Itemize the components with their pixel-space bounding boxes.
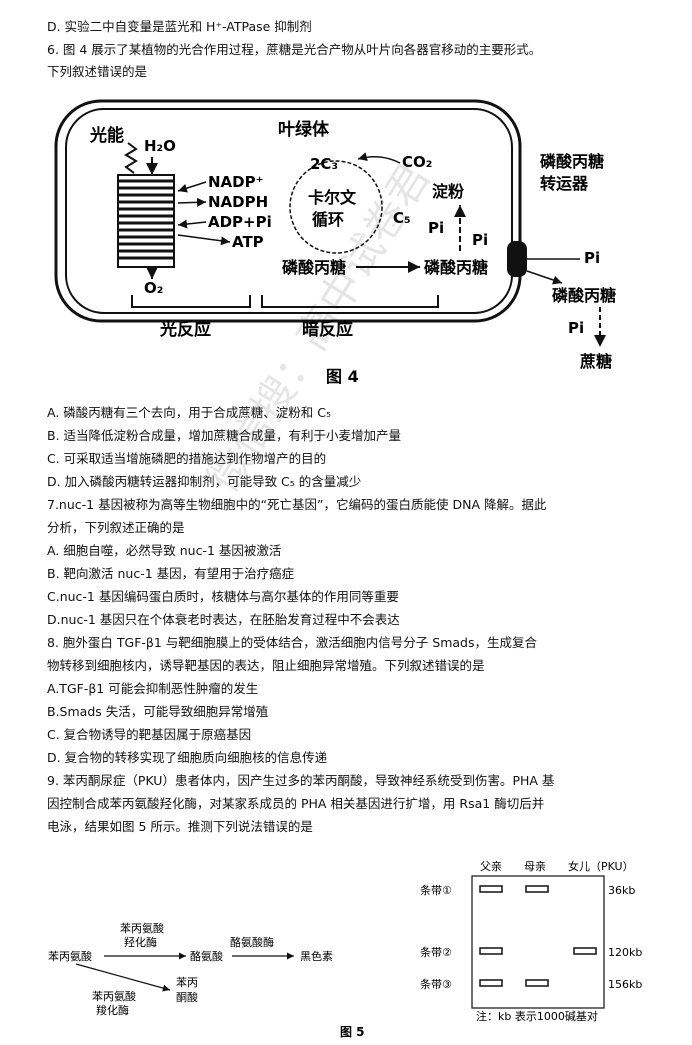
calvin-line2: 循环 — [312, 210, 344, 229]
light-bracket — [131, 295, 251, 308]
calvin-cycle — [289, 160, 383, 254]
pi-membrane: Pi — [472, 231, 488, 249]
chloroplast-label: 叶绿体 — [278, 119, 330, 140]
option-a: A.TGF-β1 可能会抑制恶性肿瘤的发生 — [47, 681, 259, 696]
cell-outer — [54, 99, 522, 323]
nadp-label: NADP⁺ — [208, 173, 264, 191]
option-b: B.Smads 失活，可能导致细胞异常增殖 — [47, 704, 269, 719]
metabolic-pathway: 苯丙氨酸 苯丙氨酸 羟化酶 酪氨酸 酪氨酸酶 黑色素 苯丙氨酸 羧化酶 苯丙 酮… — [48, 921, 333, 1017]
text-line: 分析，下列叙述正确的是 — [47, 520, 185, 535]
option-a: A. 磷酸丙糖有三个去向，用于合成蔗糖、淀粉和 C₅ — [47, 405, 331, 420]
dark-bracket — [261, 295, 439, 308]
option-d: D. 复合物的转移实现了细胞质向细胞核的信息传递 — [47, 750, 328, 765]
light-icon — [124, 142, 138, 174]
thylakoid-stack — [117, 174, 175, 268]
figure-5: 苯丙氨酸 苯丙氨酸 羟化酶 酪氨酸 酪氨酸酶 黑色素 苯丙氨酸 羧化酶 苯丙 酮… — [48, 859, 642, 1039]
text-line: 电泳，结果如图 5 所示。推测下列说法错误的是 — [47, 819, 313, 834]
electrophoresis-gel: 父亲 母亲 女儿（PKU） 条带① 条带② 条带③ 36kb 120kb 156… — [420, 859, 642, 1023]
col-mother: 母亲 — [524, 859, 546, 873]
gel-band — [573, 947, 597, 955]
band3-label: 条带③ — [420, 977, 452, 991]
band2-label: 条带② — [420, 945, 452, 959]
c5-label: C₅ — [393, 209, 411, 227]
cell-inner — [65, 108, 513, 314]
text-line: 因控制合成苯丙氨酸羟化酶，对某家系成员的 PHA 相关基因进行扩增，用 Rsa1… — [47, 796, 545, 811]
question-6-stem: 6. 图 4 展示了某植物的光合作用过程，蔗糖是光合产物从叶片向各器官移动的主要… — [47, 42, 542, 57]
option-d: D.nuc-1 基因只在个体衰老时表达，在胚胎发育过程中不会表达 — [47, 612, 400, 627]
gel-band — [479, 947, 503, 955]
question-9-stem: 9. 苯丙酮尿症（PKU）患者体内，因产生过多的苯丙酮酸，导致神经系统受到伤害。… — [47, 773, 555, 788]
h2o-label: H₂O — [144, 137, 176, 155]
atp-label: ATP — [232, 233, 264, 251]
text-line: 下列叙述错误的是 — [47, 64, 148, 79]
ppa-line2: 酮酸 — [176, 990, 198, 1004]
phe-label: 苯丙氨酸 — [48, 949, 92, 963]
c3-label: 2C₃ — [310, 155, 338, 173]
pi-low: Pi — [568, 319, 584, 337]
text-line: 物转移到细胞核内，诱导靶基因的表达，阻止细胞异常增殖。下列叙述错误的是 — [47, 658, 485, 673]
col-daughter: 女儿（PKU） — [568, 859, 634, 873]
adppi-label: ADP+Pi — [208, 213, 272, 231]
dark-reaction-label: 暗反应 — [302, 319, 353, 340]
option-b: B. 适当降低淀粉合成量，增加蔗糖合成量，有利于小麦增加产量 — [47, 428, 402, 443]
calvin-line1: 卡尔文 — [308, 188, 357, 207]
gel-band — [479, 885, 503, 893]
band3-size: 156kb — [608, 978, 642, 991]
light-label: 光能 — [89, 125, 124, 146]
co2-label: CO₂ — [402, 153, 432, 171]
figure4-caption: 图 4 — [326, 367, 359, 386]
gel-band — [525, 979, 549, 987]
enzyme1-line1: 苯丙氨酸 — [120, 921, 164, 935]
band1-label: 条带① — [420, 883, 452, 897]
option-c: C. 可采取适当增施磷肥的措施达到作物增产的目的 — [47, 451, 327, 466]
text-line: D. 实验二中自变量是蓝光和 H⁺-ATPase 抑制剂 — [47, 19, 312, 34]
o2-label: O₂ — [144, 279, 163, 297]
triose-left: 磷酸丙糖 — [282, 258, 346, 277]
option-b: B. 靶向激活 nuc-1 基因，有望用于治疗癌症 — [47, 566, 295, 581]
question-7-stem: 7.nuc-1 基因被称为高等生物细胞中的“死亡基因”，它编码的蛋白质能使 DN… — [47, 497, 547, 512]
pi-out: Pi — [584, 249, 600, 267]
transporter-line1: 磷酸丙糖 — [540, 152, 604, 171]
ppa-line1: 苯丙 — [176, 975, 198, 989]
light-reaction-label: 光反应 — [159, 319, 211, 340]
band2-size: 120kb — [608, 946, 642, 959]
transporter-icon — [507, 241, 527, 277]
option-a: A. 细胞自噬，必然导致 nuc-1 基因被激活 — [47, 543, 282, 558]
enzyme3-line1: 苯丙氨酸 — [92, 989, 136, 1003]
triose-mid: 磷酸丙糖 — [424, 258, 488, 277]
melanin-label: 黑色素 — [300, 949, 333, 963]
gel-band — [525, 885, 549, 893]
question-8-stem: 8. 胞外蛋白 TGF-β1 与靶细胞膜上的受体结合，激活细胞内信号分子 Sma… — [47, 635, 537, 650]
figure5-caption: 图 5 — [340, 1025, 365, 1039]
transporter-line2: 转运器 — [540, 174, 589, 193]
figure-4: 光能 H₂O O₂ 叶绿体 NADP⁺ NADPH ADP+Pi ATP 卡尔文… — [54, 99, 616, 386]
gel-note: 注：kb 表示1000碱基对 — [476, 1009, 598, 1023]
starch-label: 淀粉 — [432, 182, 464, 201]
enzyme2-label: 酪氨酸酶 — [230, 935, 274, 949]
option-d: D. 加入磷酸丙糖转运器抑制剂，可能导致 C₅ 的含量减少 — [47, 474, 362, 489]
gel-band — [479, 979, 503, 987]
pi-mid: Pi — [428, 219, 444, 237]
sucrose-label: 蔗糖 — [579, 352, 612, 371]
enzyme1-line2: 羟化酶 — [124, 935, 157, 949]
option-c: C.nuc-1 基因编码蛋白质时，核糖体与高尔基体的作用同等重要 — [47, 589, 399, 604]
tyr-label: 酪氨酸 — [190, 949, 223, 963]
col-father: 父亲 — [480, 859, 502, 873]
band1-size: 36kb — [608, 884, 635, 897]
option-c: C. 复合物诱导的靶基因属于原癌基因 — [47, 727, 252, 742]
triose-out: 磷酸丙糖 — [552, 286, 616, 305]
nadph-label: NADPH — [208, 193, 268, 211]
enzyme3-line2: 羧化酶 — [96, 1003, 129, 1017]
